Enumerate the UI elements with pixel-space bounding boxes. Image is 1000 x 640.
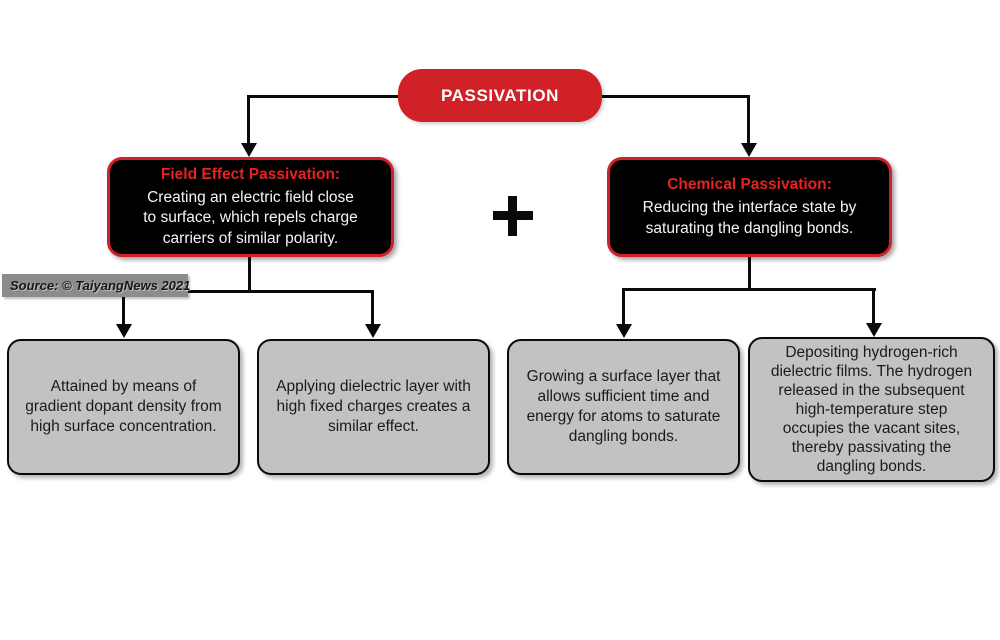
connector-left-leaf1-vertical — [122, 290, 125, 326]
leaf-node-gradient-dopant: Attained by means of gradient dopant den… — [7, 339, 240, 475]
connector-right-branch-stem — [748, 257, 751, 291]
connector-right-branch-horizontal — [622, 288, 876, 291]
arrowhead-icon — [866, 323, 882, 337]
arrowhead-icon — [741, 143, 757, 157]
plus-vertical-bar — [508, 196, 517, 236]
arrowhead-icon — [365, 324, 381, 338]
branch-body: Reducing the interface state by saturati… — [642, 199, 857, 237]
connector-root-left-vertical — [247, 95, 250, 144]
leaf-node-surface-layer: Growing a surface layer that allows suff… — [507, 339, 740, 475]
root-node-label: PASSIVATION — [440, 85, 560, 105]
leaf-node-dielectric-layer: Applying dielectric layer with high fixe… — [257, 339, 490, 475]
arrowhead-icon — [616, 324, 632, 338]
source-label: Source: © TaiyangNews 2021 — [10, 278, 191, 293]
leaf-text: Depositing hydrogen-rich dielectric film… — [770, 344, 973, 475]
connector-left-leaf2-vertical — [371, 290, 374, 326]
leaf-node-hydrogen-films: Depositing hydrogen-rich dielectric film… — [748, 337, 995, 482]
connector-root-right-vertical — [747, 95, 750, 144]
connector-left-branch-horizontal — [122, 290, 374, 293]
leaf-text: Applying dielectric layer with high fixe… — [276, 378, 471, 435]
connector-right-leaf4-vertical — [872, 288, 875, 326]
root-node-passivation: PASSIVATION — [398, 69, 602, 122]
branch-body: Creating an electric field close to surf… — [143, 188, 358, 247]
connector-right-leaf3-vertical — [622, 288, 625, 326]
leaf-text: Growing a surface layer that allows suff… — [526, 368, 721, 445]
arrowhead-icon — [116, 324, 132, 338]
arrowhead-icon — [241, 143, 257, 157]
branch-title: Chemical Passivation: — [667, 176, 832, 193]
source-badge: Source: © TaiyangNews 2021 — [2, 274, 191, 297]
connector-left-branch-stem — [248, 257, 251, 292]
branch-node-chemical: Chemical Passivation: Reducing the inter… — [607, 157, 892, 257]
connector-root-left-horizontal — [247, 95, 398, 98]
branch-node-field-effect: Field Effect Passivation: Creating an el… — [107, 157, 394, 257]
connector-root-right-horizontal — [602, 95, 750, 98]
plus-icon — [488, 191, 538, 241]
branch-title: Field Effect Passivation: — [160, 165, 341, 183]
leaf-text: Attained by means of gradient dopant den… — [25, 378, 222, 435]
